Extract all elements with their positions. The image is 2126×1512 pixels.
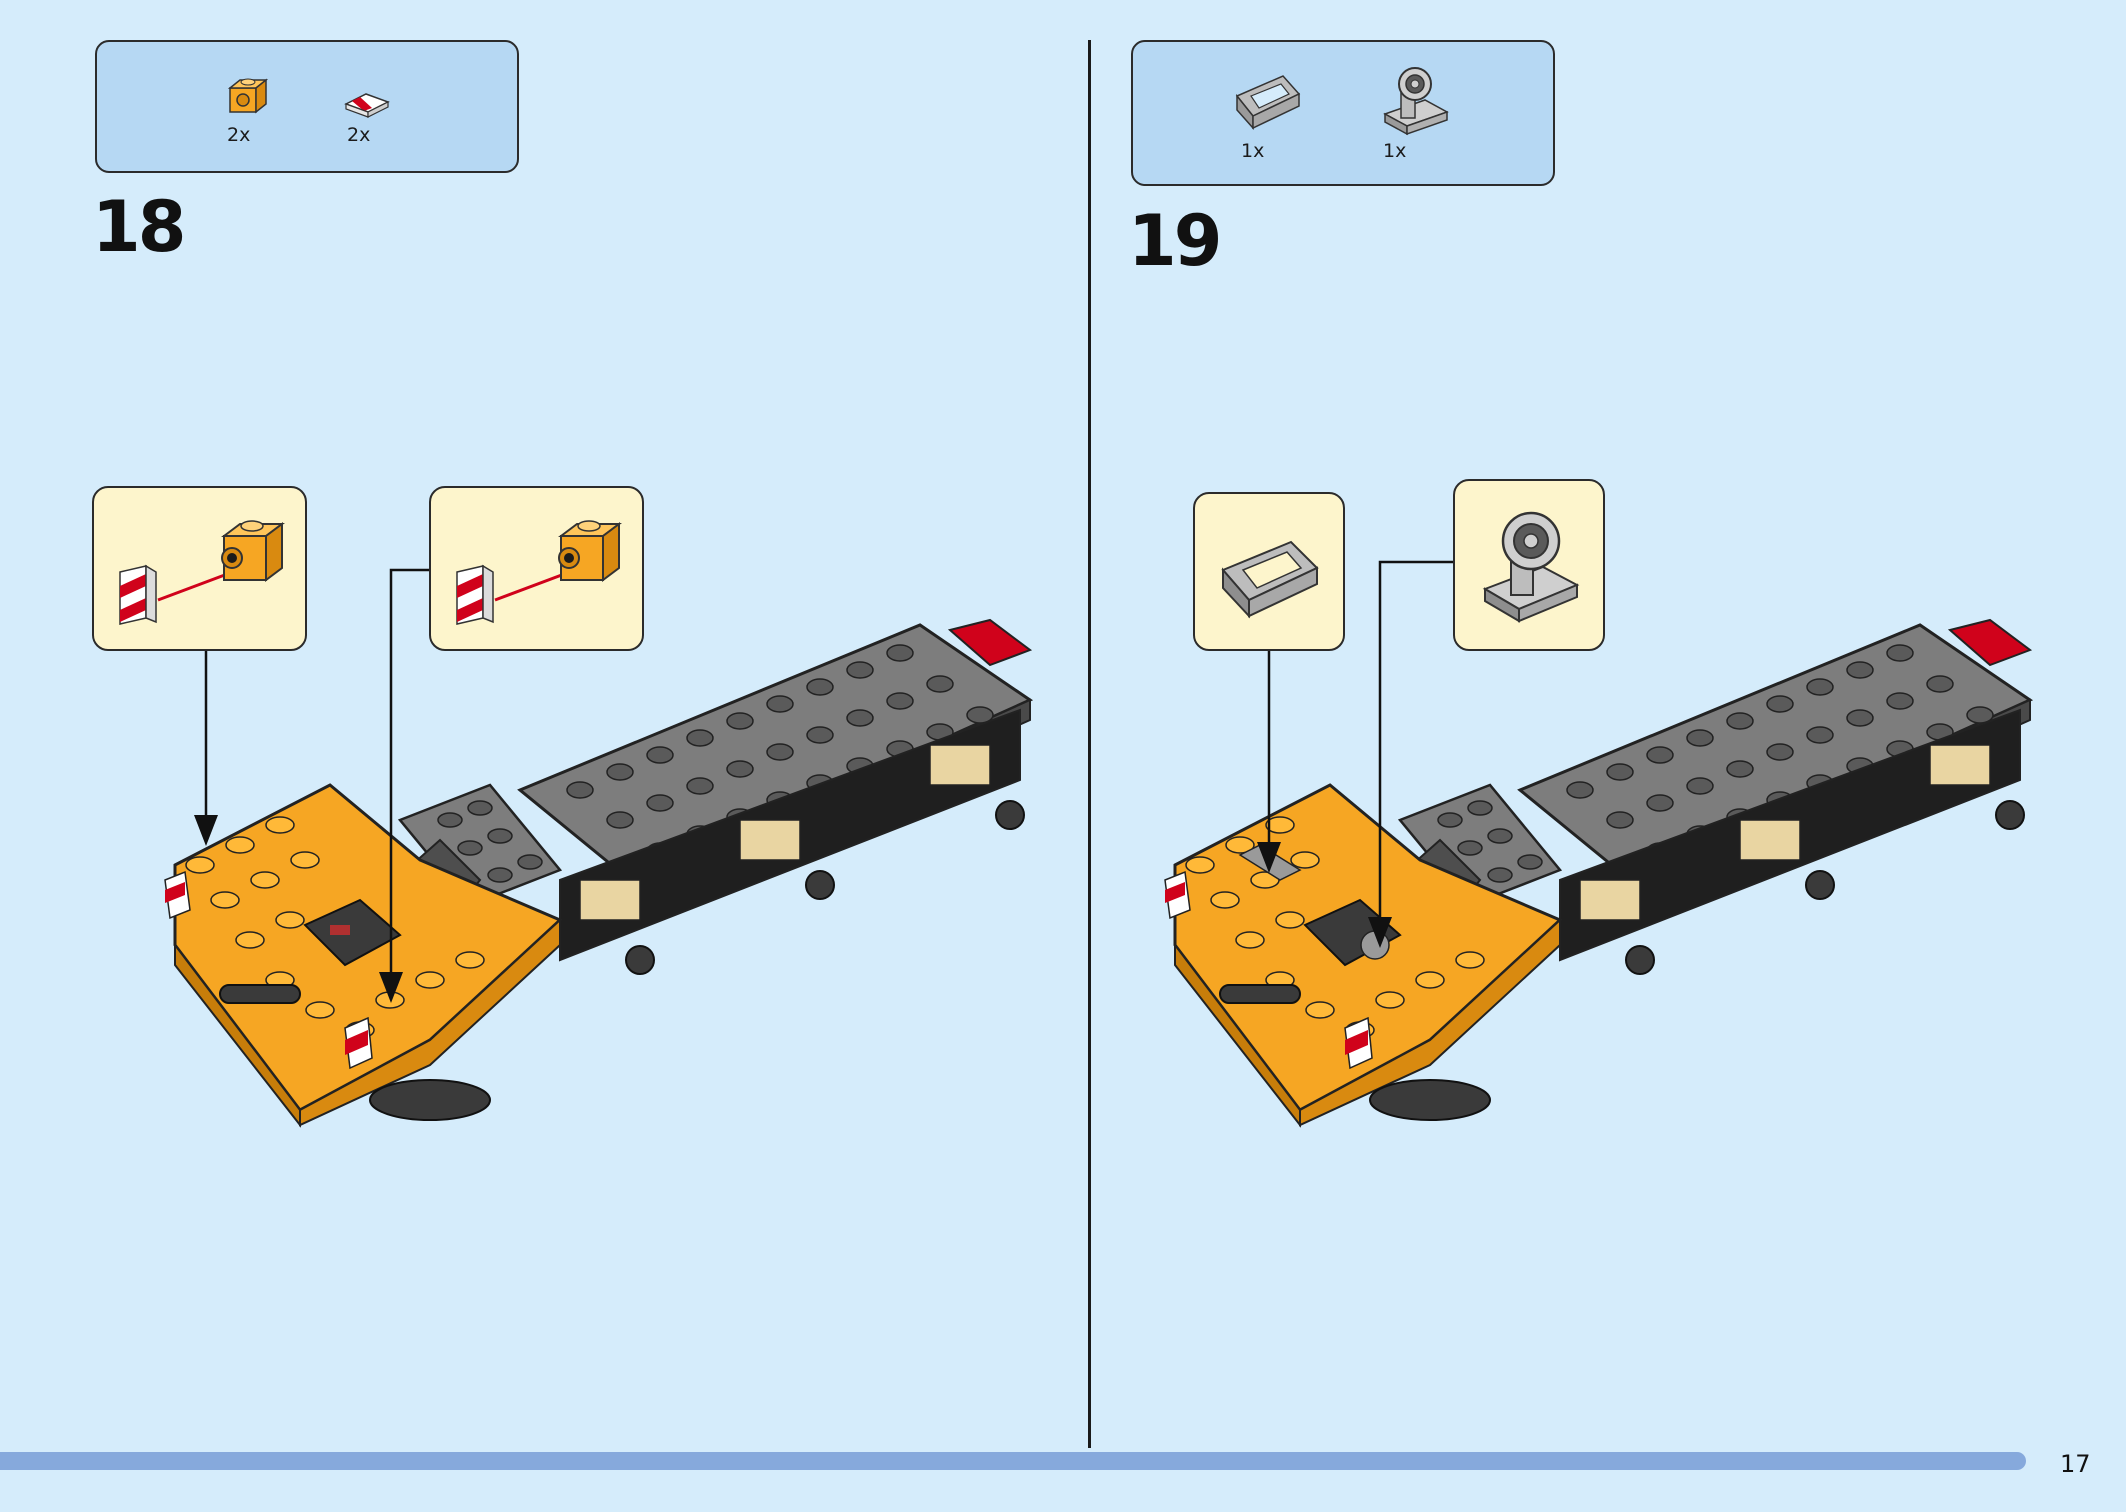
steering-wheel-stand-icon — [1482, 511, 1580, 623]
progress-bar — [0, 1452, 2026, 1470]
red-white-striped-tile-icon — [344, 93, 390, 118]
part-qty: 1x — [1241, 140, 1265, 162]
parts-list-step-18: 2x 2x — [95, 40, 519, 173]
red-white-striped-tile-icon — [456, 564, 494, 625]
red-white-striped-tile-icon — [119, 564, 157, 625]
callout-slope-frame — [1193, 492, 1345, 651]
yellow-brick-with-clip-icon — [558, 520, 622, 582]
yellow-brick-with-clip-icon — [227, 78, 269, 114]
pointer-arrow-right-step-19 — [1368, 560, 1453, 948]
part-qty: 1x — [1383, 140, 1407, 162]
parts-list-step-19: 1x 1x — [1131, 40, 1555, 186]
truck-chassis-model-step-18 — [164, 618, 1034, 1128]
callout-attach-tile-left — [92, 486, 307, 651]
part-qty: 2x — [227, 124, 251, 146]
page-divider — [1088, 40, 1091, 1448]
callout-steering-wheel — [1453, 479, 1605, 651]
truck-chassis-model-step-19 — [1164, 618, 2034, 1128]
step-number: 19 — [1128, 200, 1222, 282]
step-number: 18 — [92, 186, 186, 268]
steering-wheel-stand-icon — [1383, 67, 1449, 136]
page-number: 17 — [2060, 1450, 2091, 1478]
yellow-brick-with-clip-icon — [221, 520, 285, 582]
part-qty: 2x — [347, 124, 371, 146]
pointer-arrow-right-step-18 — [379, 568, 429, 1003]
pointer-arrow-left-step-18 — [194, 651, 218, 846]
callout-attach-tile-right — [429, 486, 644, 651]
gray-slope-frame-icon — [1235, 75, 1301, 130]
pointer-arrow-left-step-19 — [1257, 651, 1281, 873]
gray-slope-frame-icon — [1221, 540, 1319, 619]
